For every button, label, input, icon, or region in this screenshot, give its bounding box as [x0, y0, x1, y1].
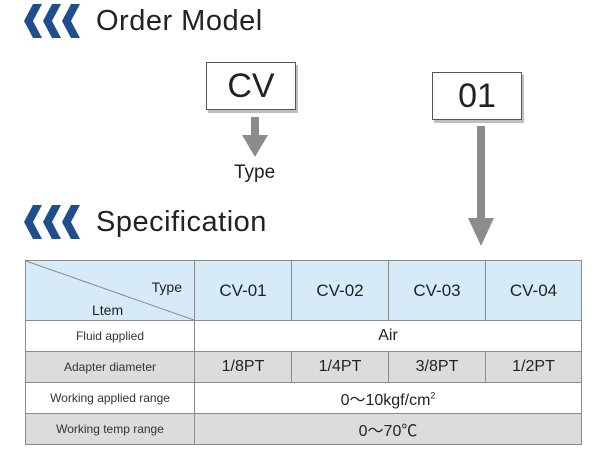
- pressure-value: 0～10kgf/cm: [340, 392, 431, 409]
- table-header-row: Type Ltem CV-01 CV-02 CV-03 CV-04: [25, 260, 582, 321]
- row-value: 0～10kgf/cm2: [194, 382, 582, 414]
- model-header-cell: CV-01: [194, 260, 292, 321]
- row-label: Adapter diameter: [25, 351, 195, 383]
- long-arrow-down-icon: [468, 126, 494, 246]
- arrow-down-icon: [242, 117, 268, 157]
- pressure-unit-exponent: 2: [430, 390, 436, 401]
- row-label: Fluid applied: [25, 320, 195, 352]
- triple-chevron-left-icon: [24, 3, 82, 39]
- corner-bottom-label: Ltem: [92, 302, 124, 318]
- row-value: 0～70℃: [194, 413, 582, 445]
- triple-chevron-left-icon: [24, 204, 82, 240]
- table-row: Working temp range 0～70℃: [25, 413, 582, 445]
- row-value: Air: [194, 320, 582, 352]
- specification-heading: Specification: [24, 202, 267, 242]
- specification-title: Specification: [96, 205, 267, 238]
- specification-table: Type Ltem CV-01 CV-02 CV-03 CV-04 Fluid …: [25, 260, 582, 445]
- code-prefix-box: CV: [206, 62, 296, 110]
- code-prefix: CV: [227, 66, 275, 105]
- corner-top-label: Type: [151, 279, 182, 295]
- row-value: 1/2PT: [485, 351, 582, 383]
- model-header-cell: CV-02: [291, 260, 389, 321]
- table-row: Fluid applied Air: [25, 320, 582, 352]
- model-header-cell: CV-04: [485, 260, 582, 321]
- diagonal-divider: [26, 261, 194, 320]
- order-model-title: Order Model: [96, 4, 263, 37]
- table-row: Working applied range 0～10kgf/cm2: [25, 382, 582, 414]
- code-suffix: 01: [458, 76, 496, 115]
- model-header-cell: CV-03: [388, 260, 486, 321]
- row-value: 1/8PT: [194, 351, 292, 383]
- row-value: 1/4PT: [291, 351, 389, 383]
- row-value: 3/8PT: [388, 351, 486, 383]
- row-label: Working temp range: [25, 413, 195, 445]
- row-label: Working applied range: [25, 382, 195, 414]
- corner-header-cell: Type Ltem: [25, 260, 195, 321]
- order-model-heading: Order Model: [24, 2, 263, 40]
- prefix-meaning-label: Type: [234, 162, 276, 183]
- code-suffix-box: 01: [432, 72, 522, 120]
- table-row: Adapter diameter 1/8PT 1/4PT 3/8PT 1/2PT: [25, 351, 582, 383]
